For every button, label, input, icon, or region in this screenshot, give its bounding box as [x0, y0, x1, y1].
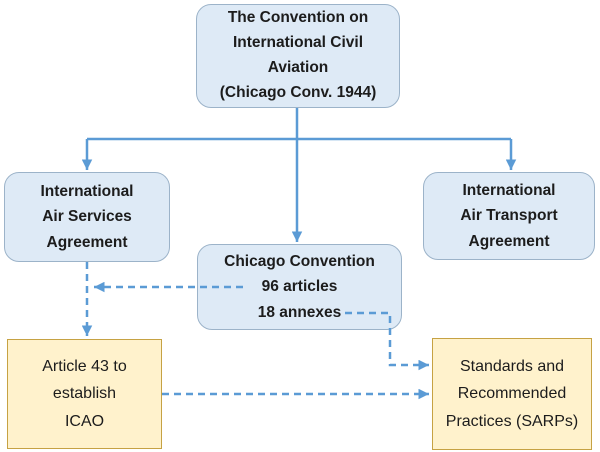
node-air-transport-agreement: International Air Transport Agreement: [423, 172, 595, 260]
node-sarps: Standards and Recommended Practices (SAR…: [432, 338, 592, 450]
node-chicago-convention: Chicago Convention 96 articles 18 annexe…: [197, 244, 402, 330]
connector-convention-branch-bar: [87, 108, 511, 141]
node-article-43-icao-label: Article 43 to establish ICAO: [42, 358, 127, 430]
node-convention-label: The Convention on International Civil Av…: [219, 9, 377, 101]
node-air-services-agreement-label: International Air Services Agreement: [40, 183, 134, 251]
node-air-transport-agreement-label: International Air Transport Agreement: [460, 182, 558, 250]
node-chicago-convention-label: Chicago Convention 96 articles 18 annexe…: [224, 253, 375, 321]
node-convention: The Convention on International Civil Av…: [196, 4, 400, 108]
node-article-43-icao: Article 43 to establish ICAO: [7, 339, 162, 449]
node-sarps-label: Standards and Recommended Practices (SAR…: [445, 358, 579, 430]
node-air-services-agreement: International Air Services Agreement: [4, 172, 170, 262]
